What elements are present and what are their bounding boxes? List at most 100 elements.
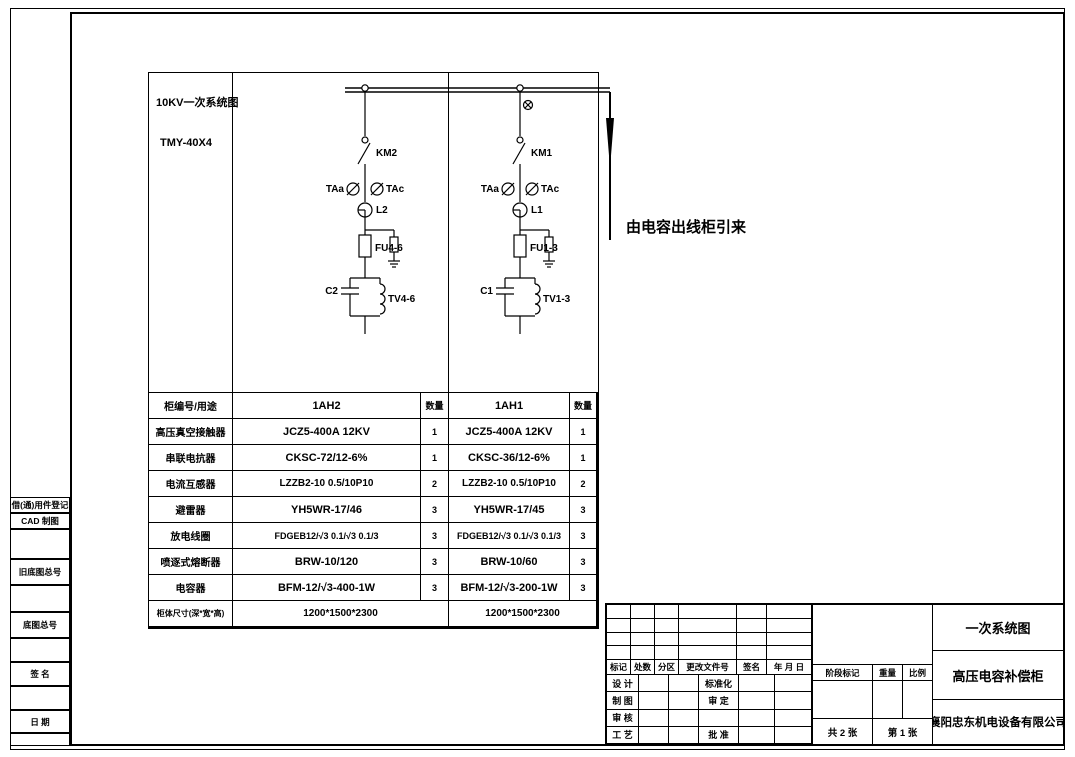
grid-cell [767, 605, 812, 619]
capacitor-label: C1 [480, 286, 493, 297]
table-cell: CKSC-36/12-6% [449, 445, 570, 471]
incoming-cable [606, 92, 614, 240]
grid-cell [679, 632, 737, 647]
drawing-name: 一次系统图 [933, 605, 1063, 651]
grid-cell [873, 681, 903, 719]
stage-empty-area [813, 605, 933, 665]
margin-label-signature: 签 名 [10, 662, 70, 686]
table-cell: 3 [421, 575, 449, 601]
ct-label: TAa [481, 184, 500, 195]
grid-cell [639, 709, 669, 727]
table-cell: 高压真空接触器 [149, 419, 233, 445]
margin-cell-empty [10, 638, 70, 662]
table-cell: 3 [570, 575, 597, 601]
feeder-1ah1-circuit [496, 84, 555, 334]
grid-cell [669, 726, 699, 744]
grid-cell [607, 605, 631, 619]
sheet-inner-border [70, 12, 1065, 746]
grid-cell [607, 618, 631, 633]
grid-cell [607, 646, 631, 660]
discharge-coil-label: TV1-3 [543, 294, 571, 305]
sheet-count-row: 共 2 张 第 1 张 [813, 719, 933, 744]
revision-header-cell: 年 月 日 [767, 660, 812, 675]
revision-header-cell: 分区 [655, 660, 679, 675]
role-label: 制 图 [607, 692, 639, 710]
table-cell: 避雷器 [149, 497, 233, 523]
grid-cell [775, 692, 812, 710]
table-cell: 喷逐式熔断器 [149, 549, 233, 575]
table-header-cell: 柜编号/用途 [149, 393, 233, 419]
grid-cell [669, 692, 699, 710]
stage-value-row [813, 681, 933, 719]
grid-cell [767, 618, 812, 633]
table-cell: YH5WR-17/46 [233, 497, 421, 523]
schematic-diagram: 10KV一次系统图 TMY-40X4 由电容出线柜引来 [148, 72, 747, 629]
grid-cell [679, 605, 737, 619]
grid-cell [631, 646, 655, 660]
margin-label-date: 日 期 [10, 710, 70, 733]
role-label: 审 定 [699, 692, 739, 710]
ct-label: TAc [386, 184, 405, 195]
grid-cell [669, 709, 699, 727]
contactor-label: KM1 [531, 148, 553, 159]
table-cell: BFM-12/√3-400-1W [233, 575, 421, 601]
role-label: 工 艺 [607, 726, 639, 744]
revision-header-cell: 更改文件号 [679, 660, 737, 675]
table-footer-cell: 柜体尺寸(深*宽*高) [149, 601, 233, 627]
grid-cell [639, 692, 669, 710]
grid-cell [679, 618, 737, 633]
discharge-coil-label: TV4-6 [388, 294, 416, 305]
table-cell: 1 [570, 445, 597, 471]
grid-cell [813, 681, 873, 719]
grid-cell [655, 605, 679, 619]
contactor-label: KM2 [376, 148, 398, 159]
table-cell: CKSC-72/12-6% [233, 445, 421, 471]
grid-cell [775, 675, 812, 693]
table-footer-cell: 1200*1500*2300 [233, 601, 449, 627]
table-cell: JCZ5-400A 12KV [233, 419, 421, 445]
grid-cell [739, 692, 775, 710]
sheet-total: 共 2 张 [813, 719, 873, 744]
grid-cell [631, 618, 655, 633]
table-cell: LZZB2-10 0.5/10P10 [449, 471, 570, 497]
ct-label: TAc [541, 184, 560, 195]
table-cell: 3 [570, 497, 597, 523]
stage-section: 阶段标记 重量 比例 共 2 张 第 1 张 [812, 605, 933, 744]
grid-cell [679, 646, 737, 660]
revision-header-cell: 标记 [607, 660, 631, 675]
table-cell: 3 [570, 549, 597, 575]
stage-header-cell: 比例 [903, 665, 933, 681]
grid-cell [739, 675, 775, 693]
table-header-cell: 1AH2 [233, 393, 421, 419]
sheet-number: 第 1 张 [873, 719, 933, 744]
equipment-table: 柜编号/用途 1AH2 数量 1AH1 数量 高压真空接触器 JCZ5-400A… [148, 392, 598, 628]
incoming-note: 由电容出线柜引来 [626, 218, 747, 236]
table-cell: 3 [570, 523, 597, 549]
table-cell: 1 [421, 445, 449, 471]
stage-header-cell: 阶段标记 [813, 665, 873, 681]
grid-cell [655, 618, 679, 633]
table-header-cell: 数量 [421, 393, 449, 419]
product-name: 高压电容补偿柜 [933, 651, 1063, 700]
grid-cell [767, 646, 812, 660]
table-cell: 1 [421, 419, 449, 445]
grid-cell [639, 675, 669, 693]
grid-cell [607, 632, 631, 647]
grid-cell [655, 632, 679, 647]
grid-cell [737, 632, 767, 647]
grid-cell [631, 632, 655, 647]
table-cell: BRW-10/120 [233, 549, 421, 575]
stage-header-cell: 重量 [873, 665, 903, 681]
margin-label-reuse-record: 借(通)用件登记 [10, 497, 70, 513]
grid-cell [737, 618, 767, 633]
revision-header-row: 标记 处数 分区 更改文件号 签名 年 月 日 [607, 660, 812, 675]
busbar-spec-label: TMY-40X4 [160, 137, 213, 149]
role-label [699, 709, 739, 727]
feeder-1ah2-circuit [341, 84, 400, 334]
revision-grid [607, 605, 812, 660]
table-header-cell: 数量 [570, 393, 597, 419]
grid-cell [775, 726, 812, 744]
table-cell: LZZB2-10 0.5/10P10 [233, 471, 421, 497]
grid-cell [655, 646, 679, 660]
